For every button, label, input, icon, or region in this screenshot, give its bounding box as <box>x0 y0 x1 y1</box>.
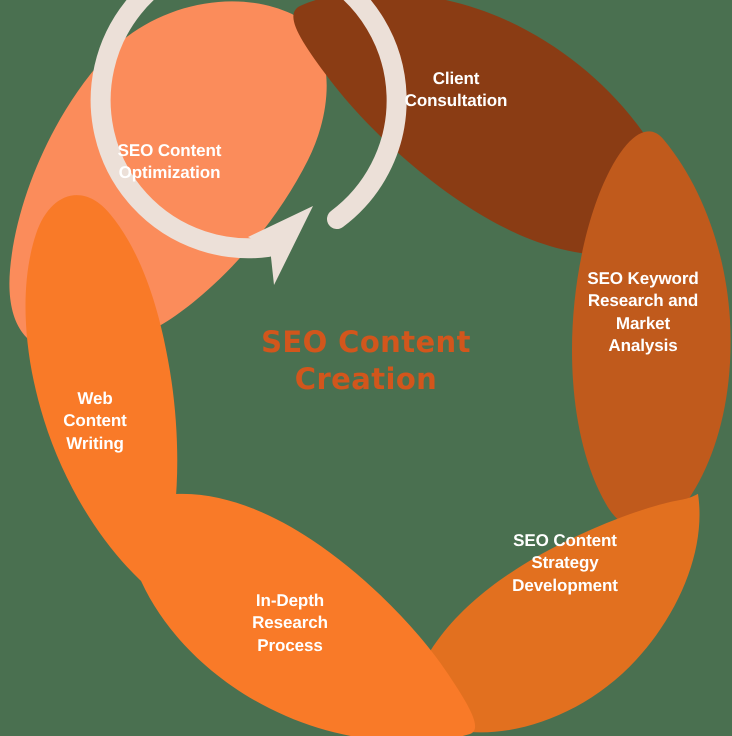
segment-web-content-writing[interactable] <box>25 195 178 584</box>
segment-keyword-research[interactable] <box>572 131 731 530</box>
cycle-arrow-ring <box>90 0 407 285</box>
cycle-arrow-head <box>248 206 313 285</box>
segment-research-process[interactable] <box>130 493 476 736</box>
segment-strategy-development[interactable] <box>417 494 700 733</box>
cycle-arrow-arc <box>90 0 407 259</box>
